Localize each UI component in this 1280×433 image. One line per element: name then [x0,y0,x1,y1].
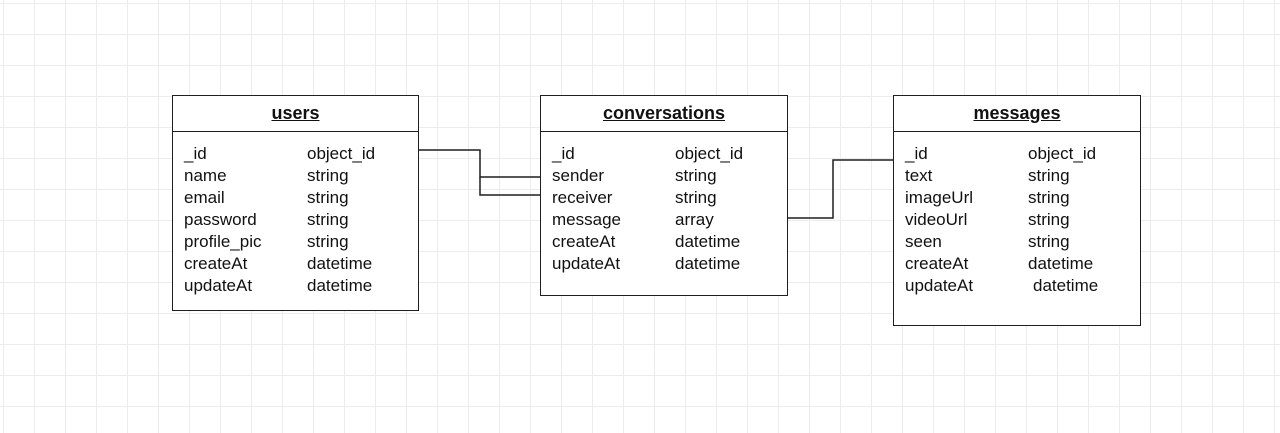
attribute-type: string [1028,232,1070,251]
attribute-name: text [905,166,933,185]
attribute-name: seen [905,232,942,251]
attribute-row: updateAt datetime [184,275,418,297]
attribute-row: profile_pic string [184,231,418,253]
attribute-name: message [552,210,621,229]
attribute-type: datetime [675,254,741,273]
attribute-type: object_id [1028,144,1097,163]
attribute-row: _id object_id [552,143,787,165]
attribute-type: string [307,188,349,207]
entity-users[interactable]: users _id object_id name string email strin… [172,95,419,311]
entity-header: users [173,96,418,132]
entity-conversations[interactable]: conversations _id object_id sender string … [540,95,788,296]
entity-attributes: _id object_id text string imageUrl string v… [894,132,1140,297]
entity-attributes: _id object_id sender string receiver string… [541,132,787,275]
entity-header: messages [894,96,1140,132]
attribute-row: createAt datetime [905,253,1140,275]
attribute-row: updateAt datetime [552,253,787,275]
attribute-name: name [184,166,227,185]
attribute-type: object_id [675,144,744,163]
attribute-row: email string [184,187,418,209]
attribute-name: sender [552,166,604,185]
attribute-type: datetime [307,276,373,295]
attribute-row: seen string [905,231,1140,253]
attribute-name: _id [184,144,207,163]
attribute-type: string [1028,210,1070,229]
attribute-name: updateAt [905,276,974,295]
attribute-row: createAt datetime [552,231,787,253]
attribute-type: string [675,188,717,207]
attribute-type: datetime [307,254,373,273]
attribute-row: password string [184,209,418,231]
relationship-users-id-to-conversations-receiver[interactable] [479,177,540,196]
attribute-name: profile_pic [184,232,262,251]
relationship-users-id-to-conversations-sender[interactable] [419,149,540,178]
attribute-name: videoUrl [905,210,968,229]
entity-messages[interactable]: messages _id object_id text string imageUr… [893,95,1141,326]
attribute-row: receiver string [552,187,787,209]
attribute-type: string [307,232,349,251]
entity-title: messages [973,103,1061,123]
attribute-type: string [307,210,349,229]
attribute-row: _id object_id [184,143,418,165]
attribute-type: datetime [1033,276,1099,295]
attribute-row: name string [184,165,418,187]
entity-title: users [271,103,320,123]
relationship-conversations-message-to-messages-id[interactable] [788,159,893,219]
attribute-type: object_id [307,144,376,163]
attribute-name: updateAt [552,254,621,273]
attribute-name: password [184,210,257,229]
attribute-type: string [1028,166,1070,185]
attribute-name: createAt [905,254,969,273]
attribute-row: createAt datetime [184,253,418,275]
attribute-name: receiver [552,188,613,207]
attribute-type: array [675,210,714,229]
entity-attributes: _id object_id name string email string pass… [173,132,418,297]
attribute-type: datetime [675,232,741,251]
attribute-row: updateAt datetime [905,275,1140,297]
attribute-type: datetime [1028,254,1094,273]
attribute-row: imageUrl string [905,187,1140,209]
attribute-type: string [1028,188,1070,207]
attribute-type: string [307,166,349,185]
attribute-name: _id [552,144,575,163]
attribute-row: text string [905,165,1140,187]
attribute-row: _id object_id [905,143,1140,165]
attribute-row: message array [552,209,787,231]
attribute-name: createAt [184,254,248,273]
attribute-name: _id [905,144,928,163]
attribute-name: email [184,188,225,207]
attribute-name: updateAt [184,276,253,295]
attribute-name: imageUrl [905,188,974,207]
attribute-name: createAt [552,232,616,251]
entity-title: conversations [602,103,726,123]
attribute-row: sender string [552,165,787,187]
attribute-row: videoUrl string [905,209,1140,231]
attribute-type: string [675,166,717,185]
entity-header: conversations [541,96,787,132]
